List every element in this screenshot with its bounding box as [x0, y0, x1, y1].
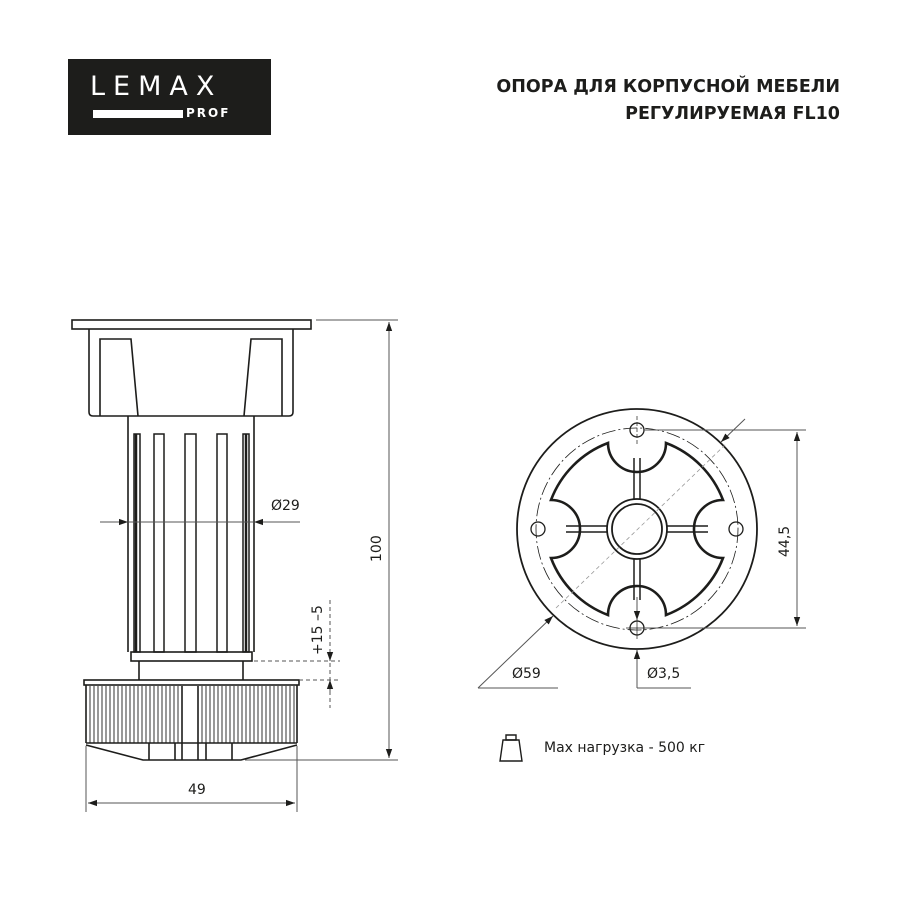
outer-ring — [516, 408, 758, 650]
top-dimensions — [477, 418, 806, 689]
product-title-line2: РЕГУЛИРУЕМАЯ FL10 — [625, 104, 840, 124]
inner-cavity — [549, 441, 725, 617]
knurling — [89, 686, 295, 743]
column-diameter-label: Ø29 — [271, 498, 300, 514]
brand-name: LEMAX — [90, 71, 223, 102]
product-title-line1: ОПОРА ДЛЯ КОРПУСНОЙ МЕБЕЛИ — [496, 77, 840, 97]
brand-sub: PROF — [186, 106, 231, 120]
outer-diameter-label: Ø59 — [512, 666, 541, 682]
brand-logo: LEMAX PROF — [68, 59, 271, 135]
side-view — [71, 319, 312, 761]
base-width-label: 49 — [188, 782, 206, 798]
hole-spacing-label: 44,5 — [777, 526, 793, 557]
height-label: 100 — [369, 535, 385, 562]
max-load-info: Max нагрузка - 500 кг — [498, 733, 705, 763]
cup-body — [88, 329, 294, 417]
weight-icon — [499, 734, 523, 762]
top-plate — [71, 319, 312, 330]
max-load-text: Max нагрузка - 500 кг — [544, 740, 706, 756]
mount-hole-left — [530, 521, 546, 537]
mount-hole-right — [728, 521, 744, 537]
product-title: ОПОРА ДЛЯ КОРПУСНОЙ МЕБЕЛИ РЕГУЛИРУЕМАЯ … — [496, 74, 840, 128]
hole-diameter-label: Ø3,5 — [647, 666, 680, 682]
side-dimensions — [85, 319, 398, 812]
column-ribs — [133, 433, 250, 653]
brand-bar — [93, 110, 183, 118]
top-view — [516, 408, 758, 650]
adjustment-label: +15 –5 — [310, 605, 326, 655]
